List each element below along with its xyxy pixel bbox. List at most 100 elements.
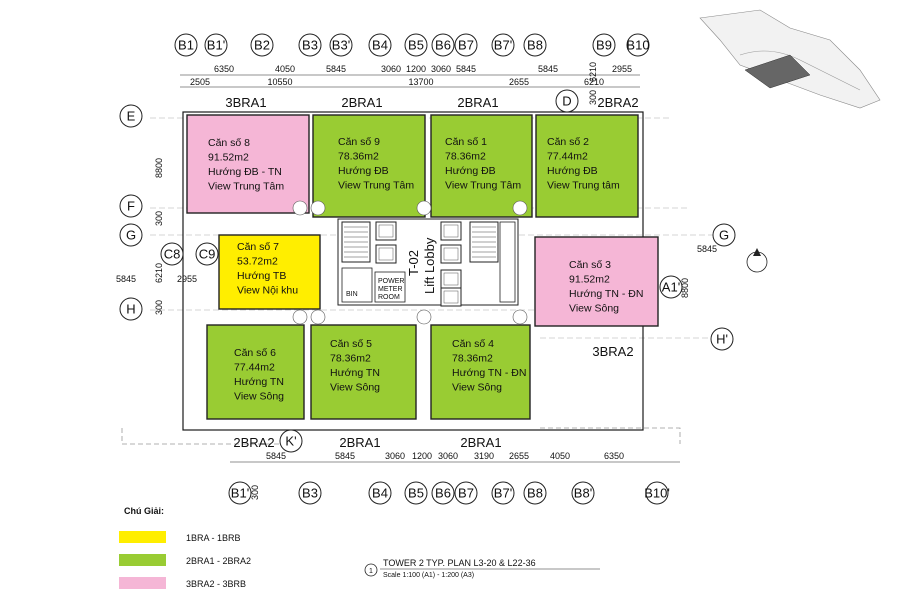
dim-top2: 10550	[267, 77, 292, 87]
unit-info-line: View Trung Tâm	[208, 181, 284, 193]
grid-top-11: B9	[592, 33, 616, 57]
dim-bottom: 1200	[412, 451, 432, 461]
grid-bubble-text: B3	[302, 38, 318, 53]
dim-bottom: 3060	[385, 451, 405, 461]
grid-bubble	[431, 481, 455, 505]
grid-bottom-5: B7	[454, 481, 478, 505]
dim-side: 300	[154, 300, 164, 315]
unit-info-line: Căn số 4	[452, 338, 494, 350]
grid-bubble-text: B3	[302, 486, 318, 501]
grid-bottom-7: B8	[523, 481, 547, 505]
grid-bubble	[298, 481, 322, 505]
legend-swatch	[119, 577, 166, 589]
dim-side: 8800	[680, 278, 690, 298]
grid-bubble	[431, 33, 455, 57]
grid-bubble-text: C8	[164, 247, 181, 262]
grid-bubble	[592, 33, 616, 57]
grid-c9: C9	[195, 242, 219, 266]
lift-inner	[443, 272, 459, 286]
unit-info-line: 78.36m2	[452, 353, 493, 365]
column-void	[512, 200, 528, 216]
dim-bottom: 3060	[438, 451, 458, 461]
unit-info-line: 78.36m2	[330, 353, 371, 365]
unit-info-line: View Sông	[569, 303, 619, 315]
unit-fill	[206, 324, 305, 420]
unit-info-line: Căn số 9	[338, 136, 380, 148]
unit-info-line: View Sông	[452, 382, 502, 394]
dim-side: 6210	[154, 263, 164, 283]
unit-info-line: 91.52m2	[569, 274, 610, 286]
grid-bubble-text: B3'	[332, 38, 350, 53]
caption-bubble	[364, 563, 378, 577]
grid-bubble-text: H	[126, 302, 135, 317]
dim-top1: 4050	[275, 64, 295, 74]
site-road	[739, 50, 861, 91]
grid-bubble	[195, 242, 219, 266]
unit-type-label: 3BRA1	[225, 95, 266, 110]
grid-bubble-text: B10	[626, 38, 649, 53]
unit-type-label: 2BRA2	[597, 95, 638, 110]
dim-top2: 2505	[190, 77, 210, 87]
grid-bubble-text: B2	[254, 38, 270, 53]
unit-info-line: View Trung Tâm	[338, 180, 414, 192]
t02-label: T-02	[406, 250, 421, 276]
grid-bubble-text: B1'	[231, 486, 249, 501]
column-void	[416, 200, 432, 216]
unit-info-line: Căn số 7	[237, 241, 279, 253]
grid-top-3: B3	[298, 33, 322, 57]
grid-right-0: D	[555, 89, 579, 113]
unit-type-label: 2BRA2	[233, 435, 274, 450]
legend-title: Chú Giải:	[124, 506, 164, 516]
grid-bubble	[329, 33, 353, 57]
dim-side: 6210	[588, 62, 598, 82]
grid-left-1: F	[119, 194, 143, 218]
grid-right-2: A1'	[659, 275, 683, 299]
dim-top1: 5845	[326, 64, 346, 74]
unit-info-line: Căn số 3	[569, 259, 611, 271]
grid-bottom-6: B7'	[491, 481, 515, 505]
grid-bubble	[555, 89, 579, 113]
grid-bubble	[491, 481, 515, 505]
unit-type-label: 2BRA1	[339, 435, 380, 450]
bin-room	[341, 267, 373, 303]
column-void	[310, 309, 326, 325]
unit-info-line: Hướng TN	[234, 376, 284, 388]
dim-bottom: 5845	[266, 451, 286, 461]
dim-side: 5845	[116, 274, 136, 284]
grid-bubble	[250, 33, 274, 57]
dim-bottom: 5845	[335, 451, 355, 461]
grid-left-3: H	[119, 297, 143, 321]
grid-c8: C8	[160, 242, 184, 266]
unit-fill	[310, 324, 417, 420]
legend-item-label: 2BRA1 - 2BRA2	[186, 556, 251, 566]
grid-bubble	[523, 481, 547, 505]
grid-bubble	[119, 223, 143, 247]
grid-bottom-3: B5	[404, 481, 428, 505]
unit-info-line: 78.36m2	[338, 151, 379, 163]
dim-bottom: 6350	[604, 451, 624, 461]
grid-bottom-9: B10'	[644, 481, 670, 505]
grid-left-2: G	[119, 223, 143, 247]
grid-top-0: B1	[174, 33, 198, 57]
grid-bubble	[626, 33, 650, 57]
unit-fill	[218, 234, 321, 310]
unit-info-line: Hướng TB	[237, 270, 286, 282]
grid-bubble	[523, 33, 547, 57]
site-key-plan	[699, 9, 881, 273]
grid-right-3: H'	[710, 327, 734, 351]
grid-right-1: G	[712, 223, 736, 247]
unit-info-line: View Sông	[330, 382, 380, 394]
unit-fill	[430, 114, 533, 218]
dim-bottom: 3190	[474, 451, 494, 461]
grid-bubble-text: H'	[716, 332, 728, 347]
grid-top-5: B4	[368, 33, 392, 57]
stair	[469, 221, 499, 263]
grid-bubble	[491, 33, 515, 57]
